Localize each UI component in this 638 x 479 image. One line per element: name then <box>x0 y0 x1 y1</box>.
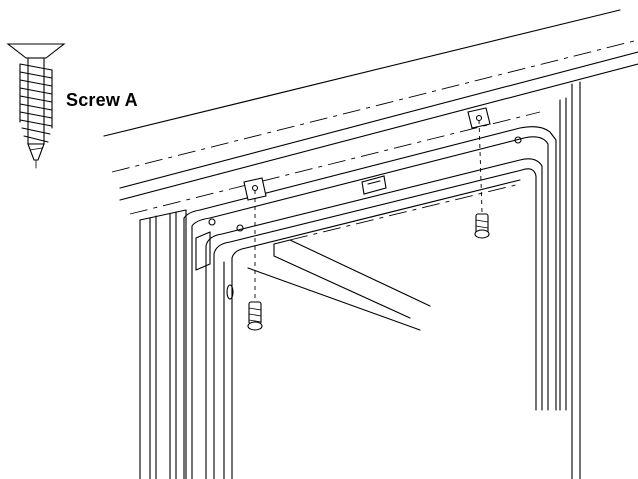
frame-hole-left <box>208 218 216 226</box>
frame-outer <box>183 126 557 479</box>
mounting-tab-left <box>243 177 267 201</box>
screw-a-icon <box>6 43 66 169</box>
frame-hole-right <box>514 136 522 144</box>
right-cabinet-wall <box>559 81 581 479</box>
left-cabinet-wall <box>139 209 187 479</box>
mounting-tab-right <box>467 107 491 129</box>
screw-right <box>474 213 490 239</box>
inner-panel <box>247 183 521 331</box>
frame-inner <box>205 158 543 479</box>
cabinet-top-panel <box>103 9 638 215</box>
screw-left <box>247 301 263 331</box>
frame-hole-mid <box>236 224 244 232</box>
screw-a-label: Screw A <box>66 90 138 110</box>
guide-line-right <box>478 119 483 213</box>
center-clip <box>361 175 387 195</box>
